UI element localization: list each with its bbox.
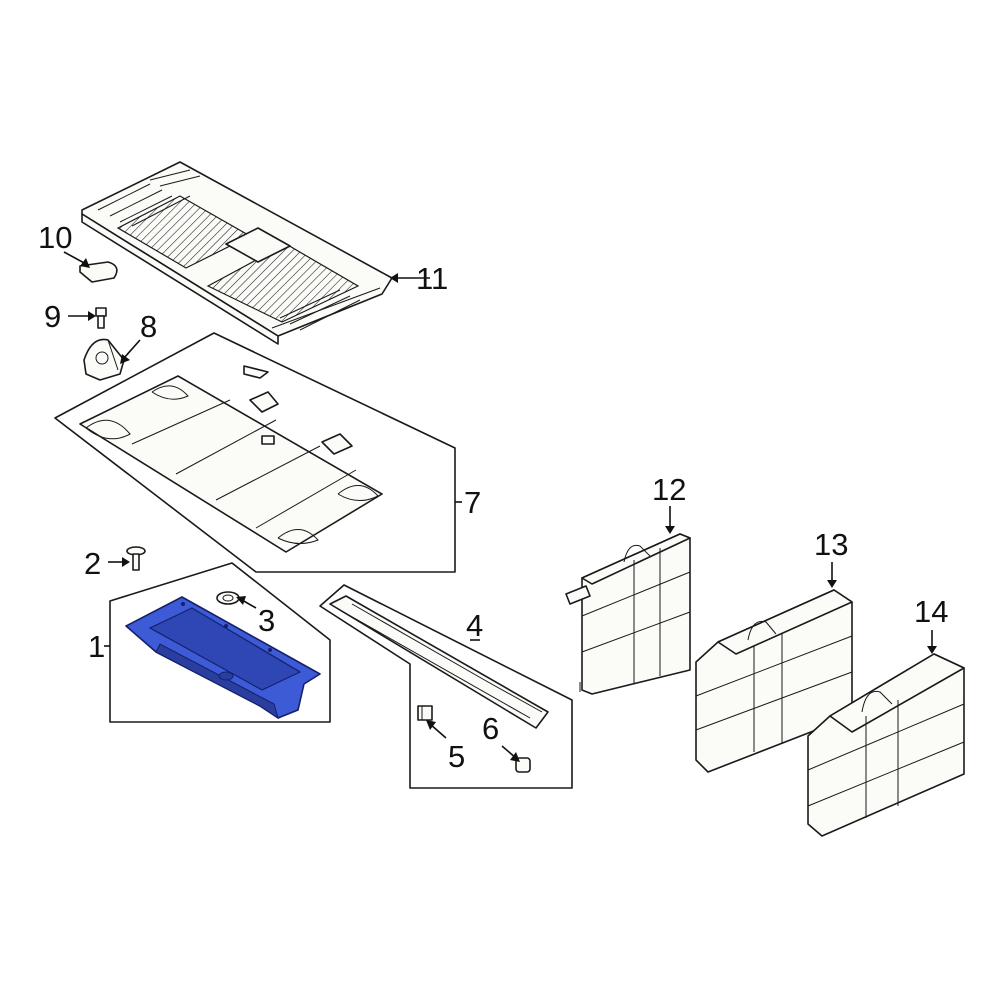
part-14-bag[interactable] xyxy=(807,653,965,837)
part-5-clip[interactable] xyxy=(417,705,433,721)
callout-1[interactable]: 1 xyxy=(88,629,105,664)
callout-2[interactable]: 2 xyxy=(84,546,101,581)
callout-labels: 10 9 8 11 7 2 1 3 4 5 6 12 13 14 xyxy=(38,220,948,774)
callout-6[interactable]: 6 xyxy=(482,711,499,746)
callout-7[interactable]: 7 xyxy=(464,485,481,520)
part-8-bracket[interactable] xyxy=(83,338,125,381)
leaders xyxy=(63,251,937,762)
part-9-bolt[interactable] xyxy=(95,307,107,329)
callout-4[interactable]: 4 xyxy=(466,608,483,643)
callout-10[interactable]: 10 xyxy=(38,220,72,255)
part-1-storage-tray[interactable] xyxy=(125,596,321,720)
part-13-bag[interactable] xyxy=(695,589,853,773)
callout-8[interactable]: 8 xyxy=(140,309,157,344)
part-2-bolt[interactable] xyxy=(126,546,146,571)
callout-13[interactable]: 13 xyxy=(814,527,848,562)
part-7-group[interactable] xyxy=(54,332,456,573)
callout-12[interactable]: 12 xyxy=(652,472,686,507)
part-1-group[interactable] xyxy=(109,562,331,723)
callout-5[interactable]: 5 xyxy=(448,739,465,774)
part-4-group[interactable] xyxy=(319,584,573,789)
part-4-trim-strip[interactable] xyxy=(329,595,549,729)
callout-9[interactable]: 9 xyxy=(44,299,61,334)
part-3-grommet[interactable] xyxy=(216,591,240,605)
callout-14[interactable]: 14 xyxy=(914,594,948,629)
part-11-load-floor[interactable] xyxy=(81,161,393,345)
callout-3[interactable]: 3 xyxy=(258,603,275,638)
callout-11[interactable]: 11 xyxy=(416,261,448,296)
part-12-bag[interactable] xyxy=(565,533,691,695)
